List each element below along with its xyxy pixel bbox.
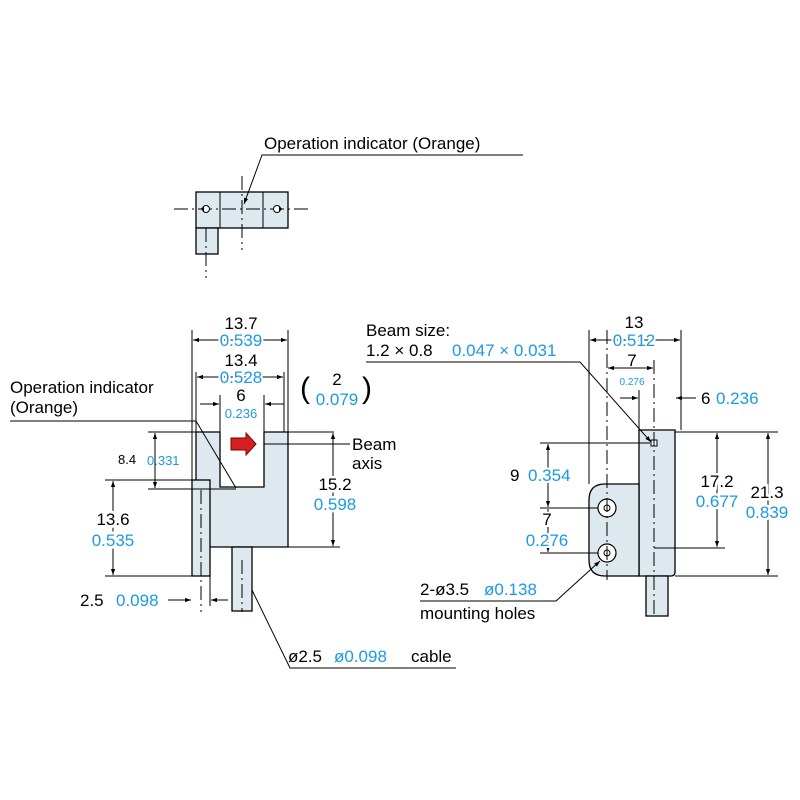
dim-7-in: 0.276 — [526, 531, 569, 550]
holes-mm: 2-ø3.5 — [420, 580, 469, 599]
operation-indicator-icon — [230, 431, 257, 457]
dim-2-5-mm: 2.5 — [80, 591, 104, 610]
dim-21-3-mm: 21.3 — [750, 483, 783, 502]
dim-15-2-mm: 15.2 — [318, 475, 351, 494]
side-view-cable — [645, 575, 669, 617]
dim-13-mm: 13 — [625, 313, 644, 332]
dim-8-4-mm: 8.4 — [118, 452, 136, 467]
top-indicator-label: Operation indicator (Orange) — [264, 134, 480, 153]
dim-15-2-in: 0.598 — [314, 495, 357, 514]
side-view-flange — [588, 483, 640, 577]
dim-2-mm: 2 — [332, 370, 341, 389]
dim-13-in: 0.512 — [613, 331, 656, 350]
beam-size-in: 0.047 × 0.031 — [452, 341, 556, 360]
dim-13-4-mm: 13.4 — [224, 351, 257, 370]
cable-word: cable — [411, 647, 452, 666]
front-view: 13.7 0.539 13.4 0.528 6 0.236 ( ) 2 0.07… — [10, 314, 456, 669]
top-view-cable-exit — [195, 227, 219, 255]
dim-13-6-in: 0.535 — [92, 531, 135, 550]
dim-13-7-mm: 13.7 — [224, 314, 257, 333]
cable-mm: ø2.5 — [288, 647, 322, 666]
dim-21-3-in: 0.839 — [746, 503, 789, 522]
cable-in: ø0.098 — [334, 647, 387, 666]
dim-9-in: 0.354 — [528, 466, 571, 485]
dim-9-mm: 9 — [510, 466, 519, 485]
top-view: Operation indicator (Orange) — [174, 134, 523, 278]
beam-axis-label-2: axis — [352, 454, 382, 473]
dim-6-mm: 6 — [236, 386, 245, 405]
dim-8-4-in-visible: 0.331 — [147, 453, 180, 468]
paren-open: ( — [300, 372, 310, 405]
dim-17-2-in: 0.677 — [696, 492, 739, 511]
dim-17-2-mm: 17.2 — [700, 472, 733, 491]
dim-6-side-in: 0.236 — [716, 389, 759, 408]
dim-6-side-mm: 6 — [701, 389, 710, 408]
dim-2-in: 0.079 — [316, 390, 359, 409]
dim-6-in: 0.236 — [225, 406, 258, 421]
holes-word: mounting holes — [420, 604, 535, 623]
dim-2-5-in: 0.098 — [116, 591, 159, 610]
dim-13-7-in: 0.539 — [220, 331, 263, 350]
dim-7-top-in: 0.276 — [619, 377, 644, 388]
paren-close: ) — [362, 372, 372, 405]
dim-13-6-mm: 13.6 — [96, 510, 129, 529]
beam-size-label: Beam size: — [366, 321, 450, 340]
front-indicator-label-1: Operation indicator — [10, 378, 154, 397]
dim-7-top-mm: 7 — [627, 351, 636, 370]
side-view: 13 0.512 7 0.276 6 0.236 Beam size: 1.2 … — [366, 313, 791, 623]
front-indicator-label-2: (Orange) — [10, 398, 78, 417]
dim-13-4-in: 0.528 — [220, 368, 263, 387]
beam-size-mm: 1.2 × 0.8 — [366, 341, 433, 360]
dim-7-mm: 7 — [542, 510, 551, 529]
holes-in: ø0.138 — [484, 580, 537, 599]
side-view-body — [638, 429, 676, 577]
beam-axis-label-1: Beam — [352, 435, 396, 454]
